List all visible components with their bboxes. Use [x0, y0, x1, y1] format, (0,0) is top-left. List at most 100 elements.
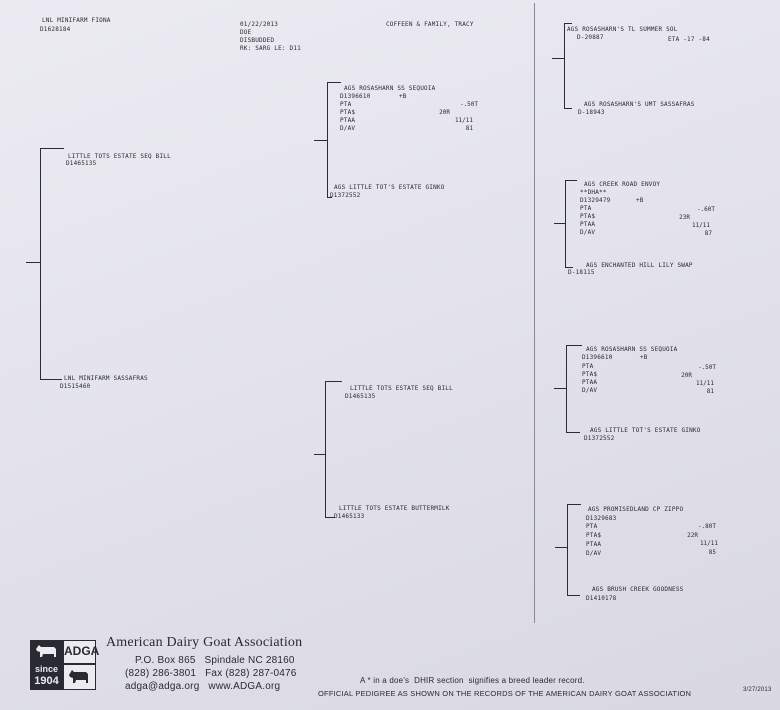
dss-ptaa-value: 11/11 — [695, 380, 714, 387]
g3-bracket-4 — [567, 504, 569, 596]
ss-ptaa-value: 11/11 — [454, 117, 473, 124]
ss-pta-value: -.50T — [459, 101, 478, 108]
ddd-name: AGS BRUSH CREEK GOODNESS — [592, 586, 684, 593]
pedigree-date: 01/22/2013 — [240, 21, 279, 28]
dds-ptas-label: PTA$ — [586, 532, 602, 539]
owner-name: COFFEEN & FAMILY, TRACY — [386, 21, 474, 28]
sds-name: AGS CREEK ROAD ENVOY — [584, 181, 661, 188]
dam-side-bracket — [325, 381, 327, 518]
dss-branch-line — [566, 345, 582, 347]
sdd-name: AGS ENCHANTED HILL LILY SWAP — [586, 262, 693, 269]
sds-branch-line — [565, 180, 577, 182]
ddd-branch-line — [567, 595, 580, 597]
sire-reg: D1465135 — [66, 160, 97, 167]
animal-reg: D1628184 — [40, 26, 71, 33]
dss-ptas-label: PTA$ — [582, 371, 598, 378]
sd-reg: D1372552 — [330, 192, 361, 199]
ssd-reg: D-18943 — [578, 109, 605, 116]
sss-name: AGS ROSASHARN'S TL SUMMER SOL — [567, 26, 678, 33]
subject-branch-line — [26, 262, 41, 264]
dds-dav-label: D/AV — [586, 550, 602, 557]
ddd-reg: D1410178 — [586, 595, 617, 602]
ssd-name: AGS ROSASHARN'S UMT SASSAFRAS — [584, 101, 695, 108]
sss-reg: D-20887 — [577, 34, 604, 41]
print-date: 3/27/2013 — [743, 687, 772, 693]
ss-reg: D1396610 — [340, 93, 371, 100]
dds-branch-line — [567, 504, 581, 506]
sds-dav-label: D/AV — [580, 229, 596, 236]
dds-name: AGS PROMISEDLAND CP ZIPPO — [588, 506, 684, 513]
ss-ptaa-label: PTAA — [340, 117, 356, 124]
dam-branch-line — [40, 379, 62, 381]
official-statement: OFFICIAL PEDIGREE AS SHOWN ON THE RECORD… — [318, 689, 692, 698]
dam-side-branch — [314, 454, 326, 456]
dss-reg: D1396610 — [582, 354, 613, 361]
goat-outline-icon — [63, 664, 96, 690]
org-address: P.O. Box 865 Spindale NC 28160 — [135, 655, 295, 666]
sds-ptaa-value: 11/11 — [691, 222, 710, 229]
sdd-reg: D-18115 — [568, 269, 595, 276]
dss-ptaa-label: PTAA — [582, 379, 598, 386]
logo-since: since 1904 — [30, 664, 63, 690]
sds-ptas-label: PTA$ — [580, 213, 596, 220]
sds-pta-label: PTA — [580, 205, 592, 212]
dd-branch-line — [325, 517, 335, 519]
ss-dav-label: D/AV — [340, 125, 356, 132]
sss-extra: ETA -17 -84 — [668, 36, 710, 43]
sire-name: LITTLE TOTS ESTATE SEQ BILL — [68, 153, 171, 160]
g3-bracket-1 — [564, 23, 566, 109]
dss-name: AGS ROSASHARN SS SEQUOIA — [586, 346, 678, 353]
sire-branch-line — [40, 148, 64, 150]
sds-ptaa-label: PTAA — [580, 221, 596, 228]
sire-side-bracket — [327, 82, 329, 198]
dd-reg: D1465133 — [334, 513, 365, 520]
ss-pta-label: PTA — [340, 101, 352, 108]
dam-reg: D1515460 — [60, 383, 91, 390]
dsd-name: AGS LITTLE TOT'S ESTATE GINKO — [590, 427, 701, 434]
since-label: since — [34, 664, 58, 674]
sds-reg: D1329479 — [580, 197, 611, 204]
ss-ptas-value: 20R — [439, 109, 450, 116]
sds-dav-value: 87 — [704, 230, 712, 237]
gen1-bracket — [40, 148, 42, 380]
dss-pta-label: PTA — [582, 363, 594, 370]
ss-mark: +B — [399, 93, 407, 100]
dss-mark: +B — [640, 354, 648, 361]
dam-name: LNL MINIFARM SASSAFRAS — [64, 375, 148, 382]
ds-name: LITTLE TOTS ESTATE SEQ BILL — [350, 385, 453, 392]
ds-branch-line — [325, 381, 342, 383]
org-phones: (828) 286-3801 Fax (828) 287-0476 — [125, 668, 297, 679]
org-web: adga@adga.org www.ADGA.org — [125, 681, 281, 692]
g3-branch-4 — [555, 547, 568, 549]
sdd-branch-line — [565, 267, 573, 269]
sds-dha: **DHA** — [580, 189, 607, 196]
dds-dav-value: 85 — [708, 549, 716, 556]
column-divider — [534, 3, 535, 623]
goat-silhouette-icon — [30, 640, 63, 664]
since-year: 1904 — [34, 675, 59, 687]
ds-reg: D1465135 — [345, 393, 376, 400]
dsd-branch-line — [566, 432, 580, 434]
ss-dav-value: 81 — [465, 125, 473, 132]
dss-dav-value: 81 — [706, 388, 714, 395]
g3-bracket-2 — [565, 180, 567, 268]
dds-ptas-value: 22R — [687, 532, 698, 539]
dds-ptaa-label: PTAA — [586, 541, 602, 548]
breed-leader-note: A * in a doe's DHIR section signifies a … — [360, 676, 585, 685]
sd-branch-line — [327, 197, 332, 199]
sss-branch-line — [564, 23, 572, 25]
org-name: American Dairy Goat Association — [106, 635, 303, 650]
g3-branch-2 — [554, 223, 566, 225]
ss-name: AGS ROSASHARN SS SEQUOIA — [344, 85, 436, 92]
dss-ptas-value: 20R — [681, 372, 692, 379]
g3-bracket-3 — [566, 345, 568, 433]
ss-branch-line — [327, 82, 341, 84]
sire-side-branch — [314, 140, 328, 142]
sds-pta-value: -.60T — [696, 206, 715, 213]
dds-reg: D1329683 — [586, 515, 617, 522]
dds-pta-value: -.80T — [697, 523, 716, 530]
breed-info: RK: SARG LE: D11 — [240, 45, 301, 52]
dds-pta-label: PTA — [586, 523, 598, 530]
adga-logo: ADGA since 1904 — [30, 640, 99, 690]
animal-name: LNL MINIFARM FIONA — [42, 17, 111, 24]
